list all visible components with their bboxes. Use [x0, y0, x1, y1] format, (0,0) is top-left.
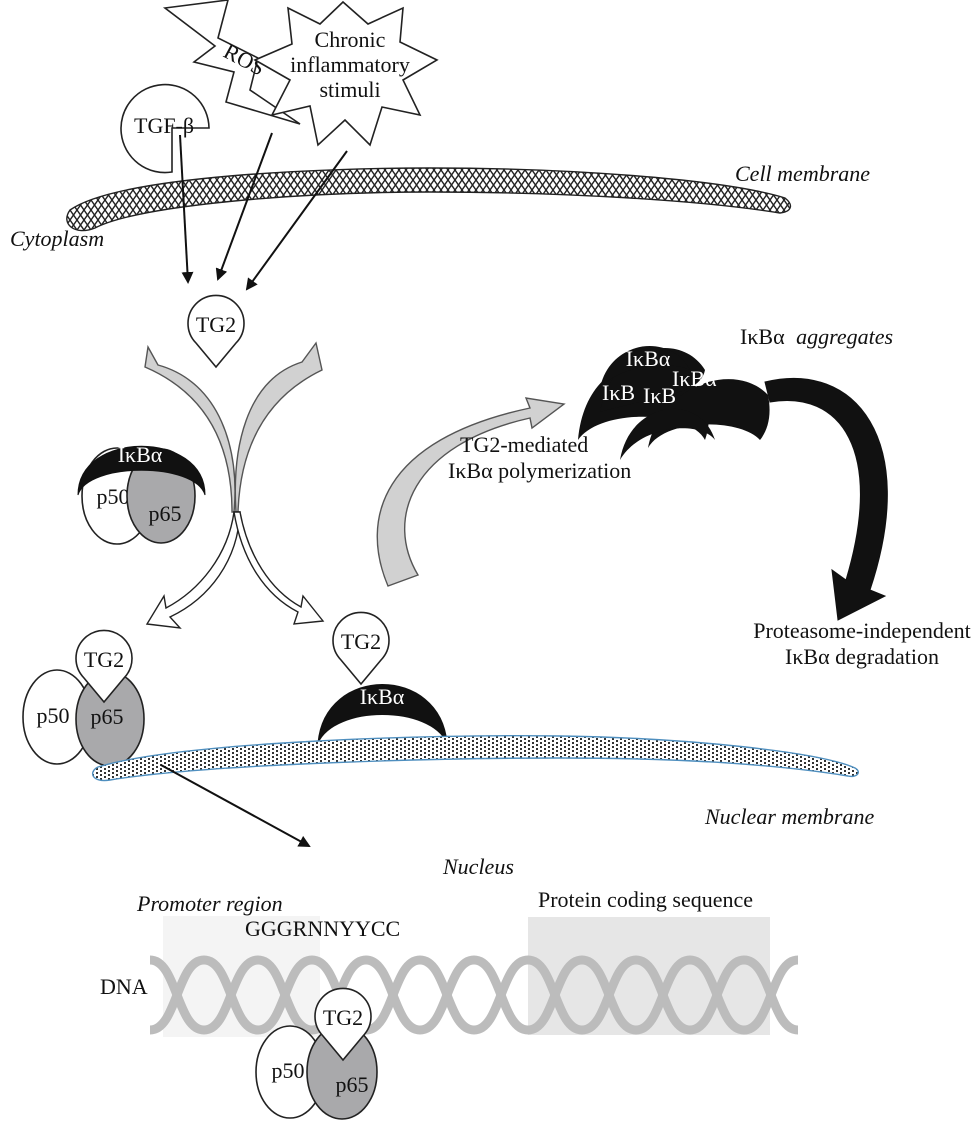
ikba-label-center: IκBα: [360, 684, 405, 709]
p65-label-dna: p65: [336, 1072, 369, 1097]
tg2-label-top: TG2: [196, 312, 236, 337]
nuclear-membrane-label: Nuclear membrane: [704, 804, 874, 829]
nfkb-ikba-complex: p50 p65 IκBα: [78, 442, 205, 544]
chronic-label-1: Chronic: [315, 27, 386, 52]
aggregates-title-plain: IκBα: [740, 324, 785, 349]
aggregates-title: IκBα aggregates: [740, 324, 893, 349]
tg2-protein-top: TG2: [188, 295, 244, 367]
p65-label-lower: p65: [91, 704, 124, 729]
dna-label: DNA: [100, 974, 148, 999]
cell-membrane-label: Cell membrane: [735, 161, 870, 186]
chronic-label-2: inflammatory: [290, 52, 410, 77]
nucleus-label: Nucleus: [442, 854, 514, 879]
ikba-aggregates: IκBα IκB IκBα IκB: [578, 346, 770, 460]
tg2-label-dna: TG2: [323, 1005, 363, 1030]
cell-membrane: [67, 168, 791, 231]
tgf-beta-receptor: TGF-β: [121, 85, 209, 173]
tgf-beta-label: TGF-β: [134, 113, 194, 138]
arrow-tgf-to-tg2: [180, 135, 188, 282]
aggregate-label-2: IκB: [602, 380, 635, 405]
ikba-label-left: IκBα: [118, 442, 163, 467]
polymerization-label-2: IκBα polymerization: [448, 458, 631, 483]
nuclear-membrane: [93, 736, 859, 781]
arrow-to-nucleus: [161, 765, 309, 846]
aggregate-label-4: IκB: [643, 383, 676, 408]
nfkb-tg2-complex: p50 p65 TG2: [23, 630, 144, 766]
grey-exchange-arrow-right: [235, 343, 322, 512]
arrow-ros-to-tg2: [218, 133, 272, 279]
degradation-arrow: [765, 378, 887, 620]
polymerization-arrow: [377, 398, 564, 586]
p50-label: p50: [97, 484, 130, 509]
motif-label: GGGRNNYYCC: [245, 916, 400, 941]
aggregate-label-1: IκBα: [626, 346, 671, 371]
tg2-label-center: TG2: [341, 629, 381, 654]
coding-sequence-label: Protein coding sequence: [538, 887, 753, 912]
chronic-label-3: stimuli: [319, 77, 380, 102]
tg2-label-lower: TG2: [84, 647, 124, 672]
white-arrow-to-tg2-ikba: [234, 512, 323, 624]
aggregates-title-italic: aggregates: [796, 324, 893, 349]
degradation-label-2: IκBα degradation: [785, 644, 939, 669]
p50-label-dna: p50: [272, 1058, 305, 1083]
cytoplasm-label: Cytoplasm: [10, 226, 104, 251]
aggregate-label-3: IκBα: [672, 366, 717, 391]
degradation-label-1: Proteasome-independent: [753, 618, 971, 643]
p65-label: p65: [149, 501, 182, 526]
polymerization-label-1: TG2-mediated: [460, 432, 588, 457]
promoter-region-label: Promoter region: [136, 891, 283, 916]
tg2-ikba-complex: TG2 IκBα: [318, 612, 447, 743]
chronic-stimuli-star: Chronic inflammatory stimuli: [255, 2, 437, 145]
p50-label-lower: p50: [37, 703, 70, 728]
